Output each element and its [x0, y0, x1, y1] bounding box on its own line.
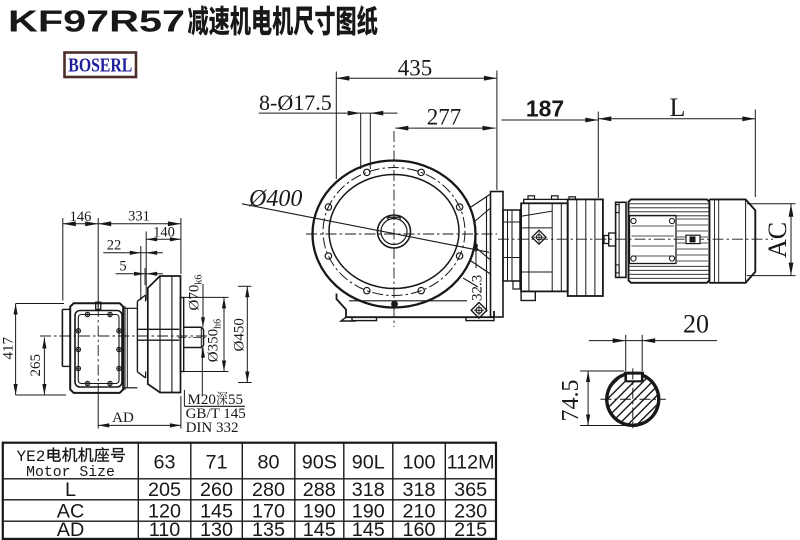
svg-text:288: 288 — [303, 479, 336, 501]
svg-text:5: 5 — [119, 259, 126, 275]
svg-text:55: 55 — [228, 392, 243, 408]
svg-text:280: 280 — [252, 479, 285, 501]
svg-text:187: 187 — [526, 96, 564, 122]
svg-text:8-Ø17.5: 8-Ø17.5 — [259, 90, 332, 115]
svg-text:Ø400: Ø400 — [248, 186, 302, 212]
svg-text:230: 230 — [454, 500, 487, 522]
svg-text:DIN 332: DIN 332 — [186, 420, 239, 436]
svg-text:Ø350h6: Ø350h6 — [206, 319, 224, 362]
svg-text:M20: M20 — [188, 392, 216, 408]
svg-text:74.5: 74.5 — [558, 380, 584, 422]
svg-text:170: 170 — [252, 500, 285, 522]
svg-text:265: 265 — [28, 354, 44, 377]
svg-text:GB/T 145: GB/T 145 — [186, 406, 246, 422]
svg-text:110: 110 — [149, 519, 181, 540]
svg-text:AC: AC — [763, 222, 792, 258]
svg-text:318: 318 — [352, 479, 385, 501]
svg-text:190: 190 — [352, 500, 385, 522]
svg-text:277: 277 — [427, 105, 462, 130]
svg-text:80: 80 — [258, 451, 280, 473]
svg-text:AD: AD — [112, 410, 134, 426]
svg-text:Ø450: Ø450 — [232, 318, 248, 351]
svg-text:90L: 90L — [352, 451, 385, 473]
svg-text:120: 120 — [148, 500, 181, 522]
svg-text:331: 331 — [128, 209, 150, 225]
svg-text:435: 435 — [398, 56, 433, 81]
svg-text:L: L — [65, 479, 76, 501]
svg-text:318: 318 — [403, 479, 436, 501]
svg-text:AC: AC — [57, 500, 84, 522]
svg-text:KF97R57: KF97R57 — [8, 4, 185, 39]
svg-text:215: 215 — [454, 519, 487, 540]
svg-text:BOSERL: BOSERL — [68, 55, 132, 77]
svg-text:190: 190 — [303, 500, 336, 522]
svg-text:205: 205 — [148, 479, 181, 501]
svg-text:260: 260 — [200, 479, 233, 501]
svg-text:135: 135 — [252, 519, 285, 540]
svg-text:20: 20 — [683, 310, 709, 339]
svg-text:L: L — [670, 93, 686, 122]
svg-text:112M: 112M — [447, 451, 495, 473]
svg-text:160: 160 — [403, 519, 436, 540]
svg-text:AD: AD — [57, 519, 84, 540]
svg-text:63: 63 — [154, 451, 176, 473]
svg-text:22: 22 — [107, 238, 122, 254]
svg-text:Motor Size: Motor Size — [26, 465, 115, 481]
svg-text:365: 365 — [454, 479, 487, 501]
svg-text:417: 417 — [1, 337, 17, 360]
svg-text:146: 146 — [70, 209, 92, 225]
svg-text:90S: 90S — [302, 451, 337, 473]
svg-text:210: 210 — [403, 500, 436, 522]
svg-text:145: 145 — [303, 519, 336, 540]
svg-text:32.3: 32.3 — [470, 275, 486, 301]
svg-text:145: 145 — [200, 500, 233, 522]
svg-text:145: 145 — [352, 519, 385, 540]
svg-text:140: 140 — [153, 225, 175, 241]
svg-text:71: 71 — [206, 451, 228, 473]
svg-text:100: 100 — [403, 451, 436, 473]
svg-text:YE2: YE2 — [17, 448, 46, 466]
svg-text:130: 130 — [200, 519, 233, 540]
